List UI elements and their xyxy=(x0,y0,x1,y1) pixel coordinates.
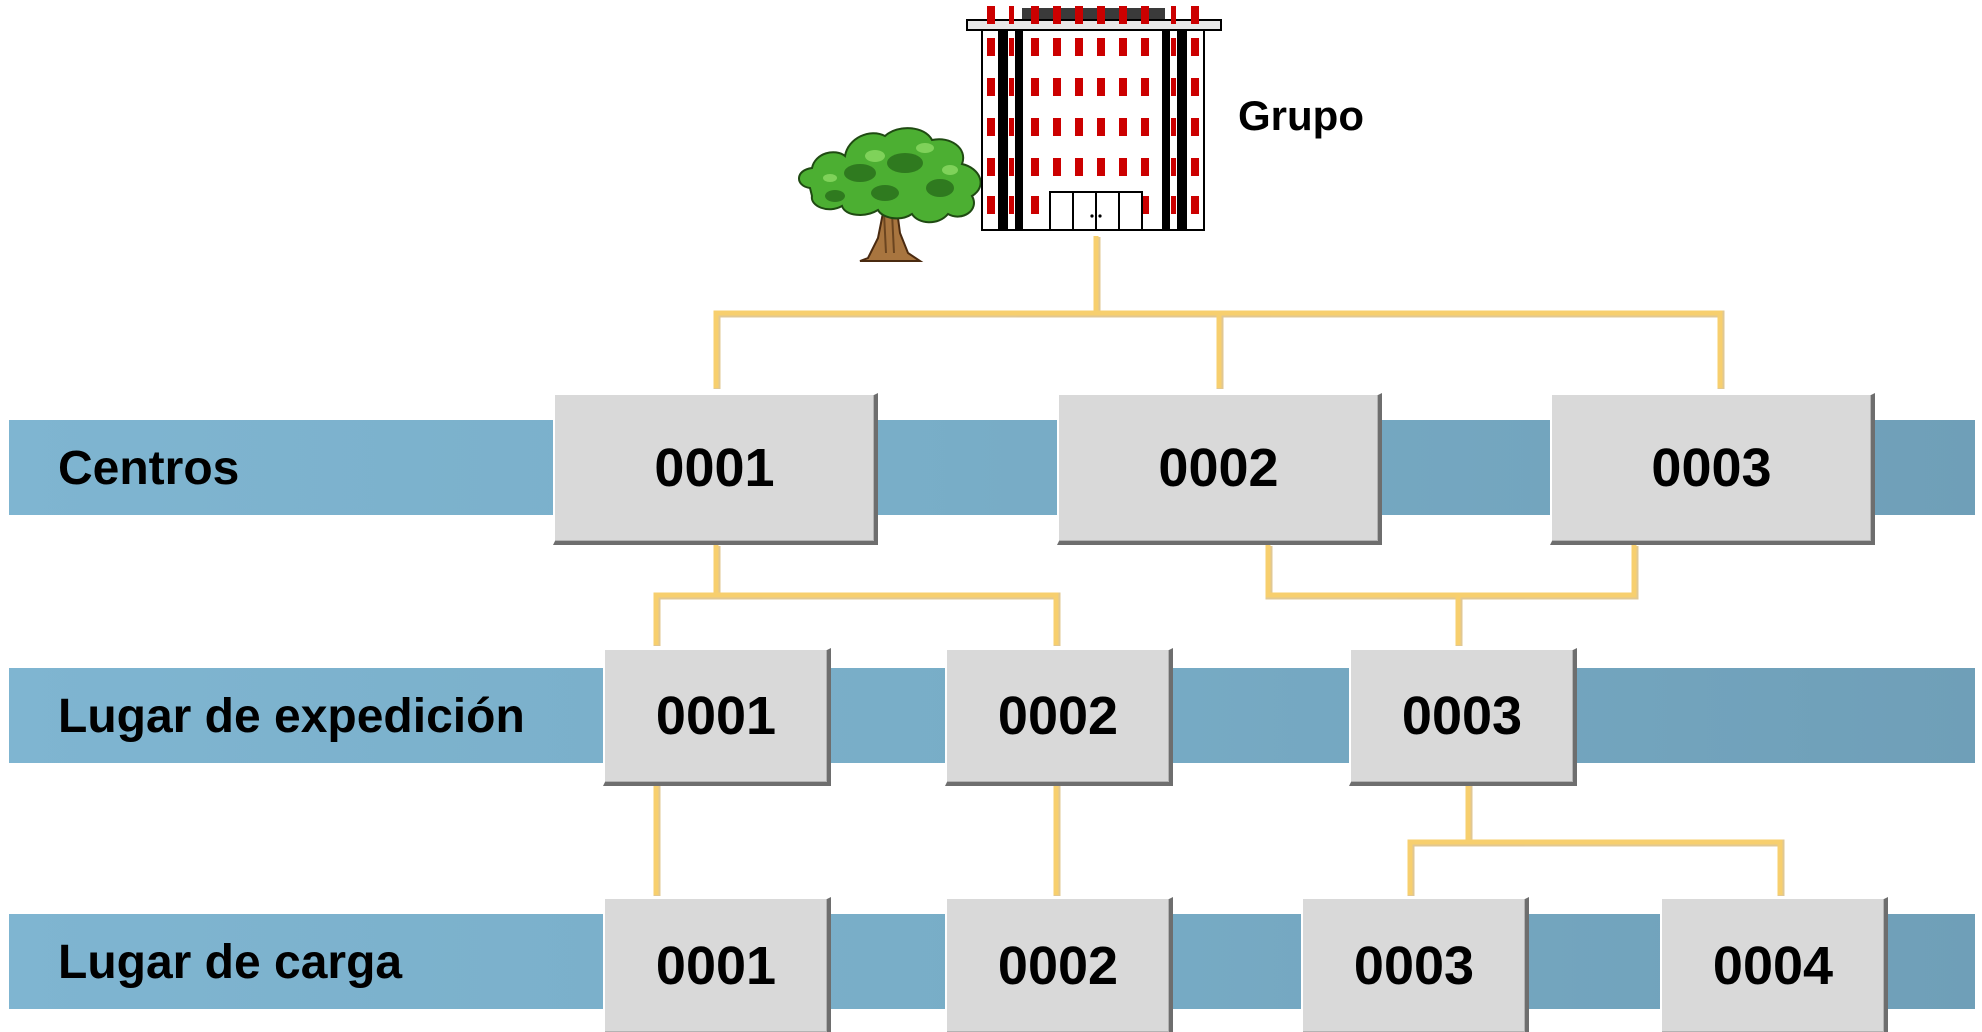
expedicion-box: 0001 xyxy=(603,648,831,786)
centro-box: 0003 xyxy=(1550,393,1875,545)
centro-box: 0001 xyxy=(553,393,878,545)
row-label-centros: Centros xyxy=(58,442,240,495)
carga-box: 0004 xyxy=(1660,897,1888,1032)
carga-box: 0002 xyxy=(945,897,1173,1032)
group-label: Grupo xyxy=(1238,92,1364,139)
centro-box: 0002 xyxy=(1057,393,1382,545)
row-label-carga: Lugar de carga xyxy=(58,936,403,989)
tree-icon xyxy=(798,127,982,262)
expedicion-box: 0003 xyxy=(1349,648,1577,786)
building-icon xyxy=(966,6,1222,231)
carga-box: 0003 xyxy=(1301,897,1529,1032)
expedicion-box: 0002 xyxy=(945,648,1173,786)
carga-box: 0001 xyxy=(603,897,831,1032)
row-label-expedicion: Lugar de expedición xyxy=(58,690,525,743)
